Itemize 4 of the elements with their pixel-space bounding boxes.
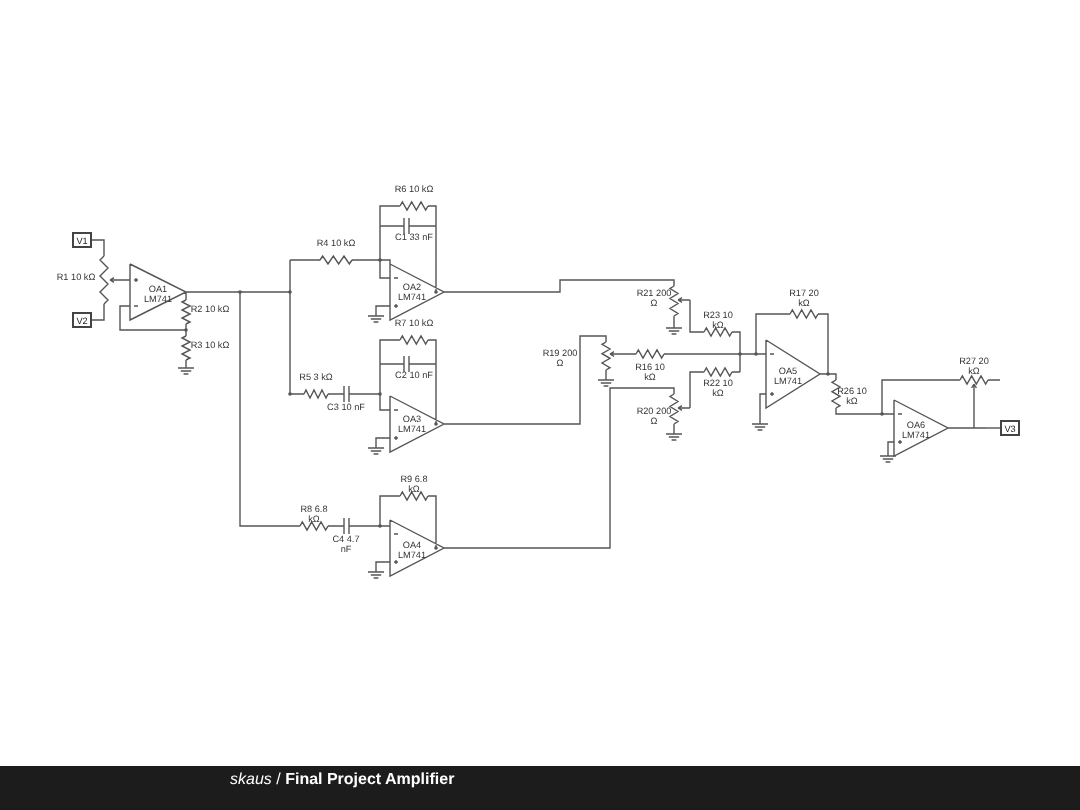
- wire: [91, 239, 105, 257]
- wire: [985, 427, 1001, 429]
- wire: [91, 303, 105, 321]
- title: skaus / Final Project Amplifier: [230, 770, 455, 788]
